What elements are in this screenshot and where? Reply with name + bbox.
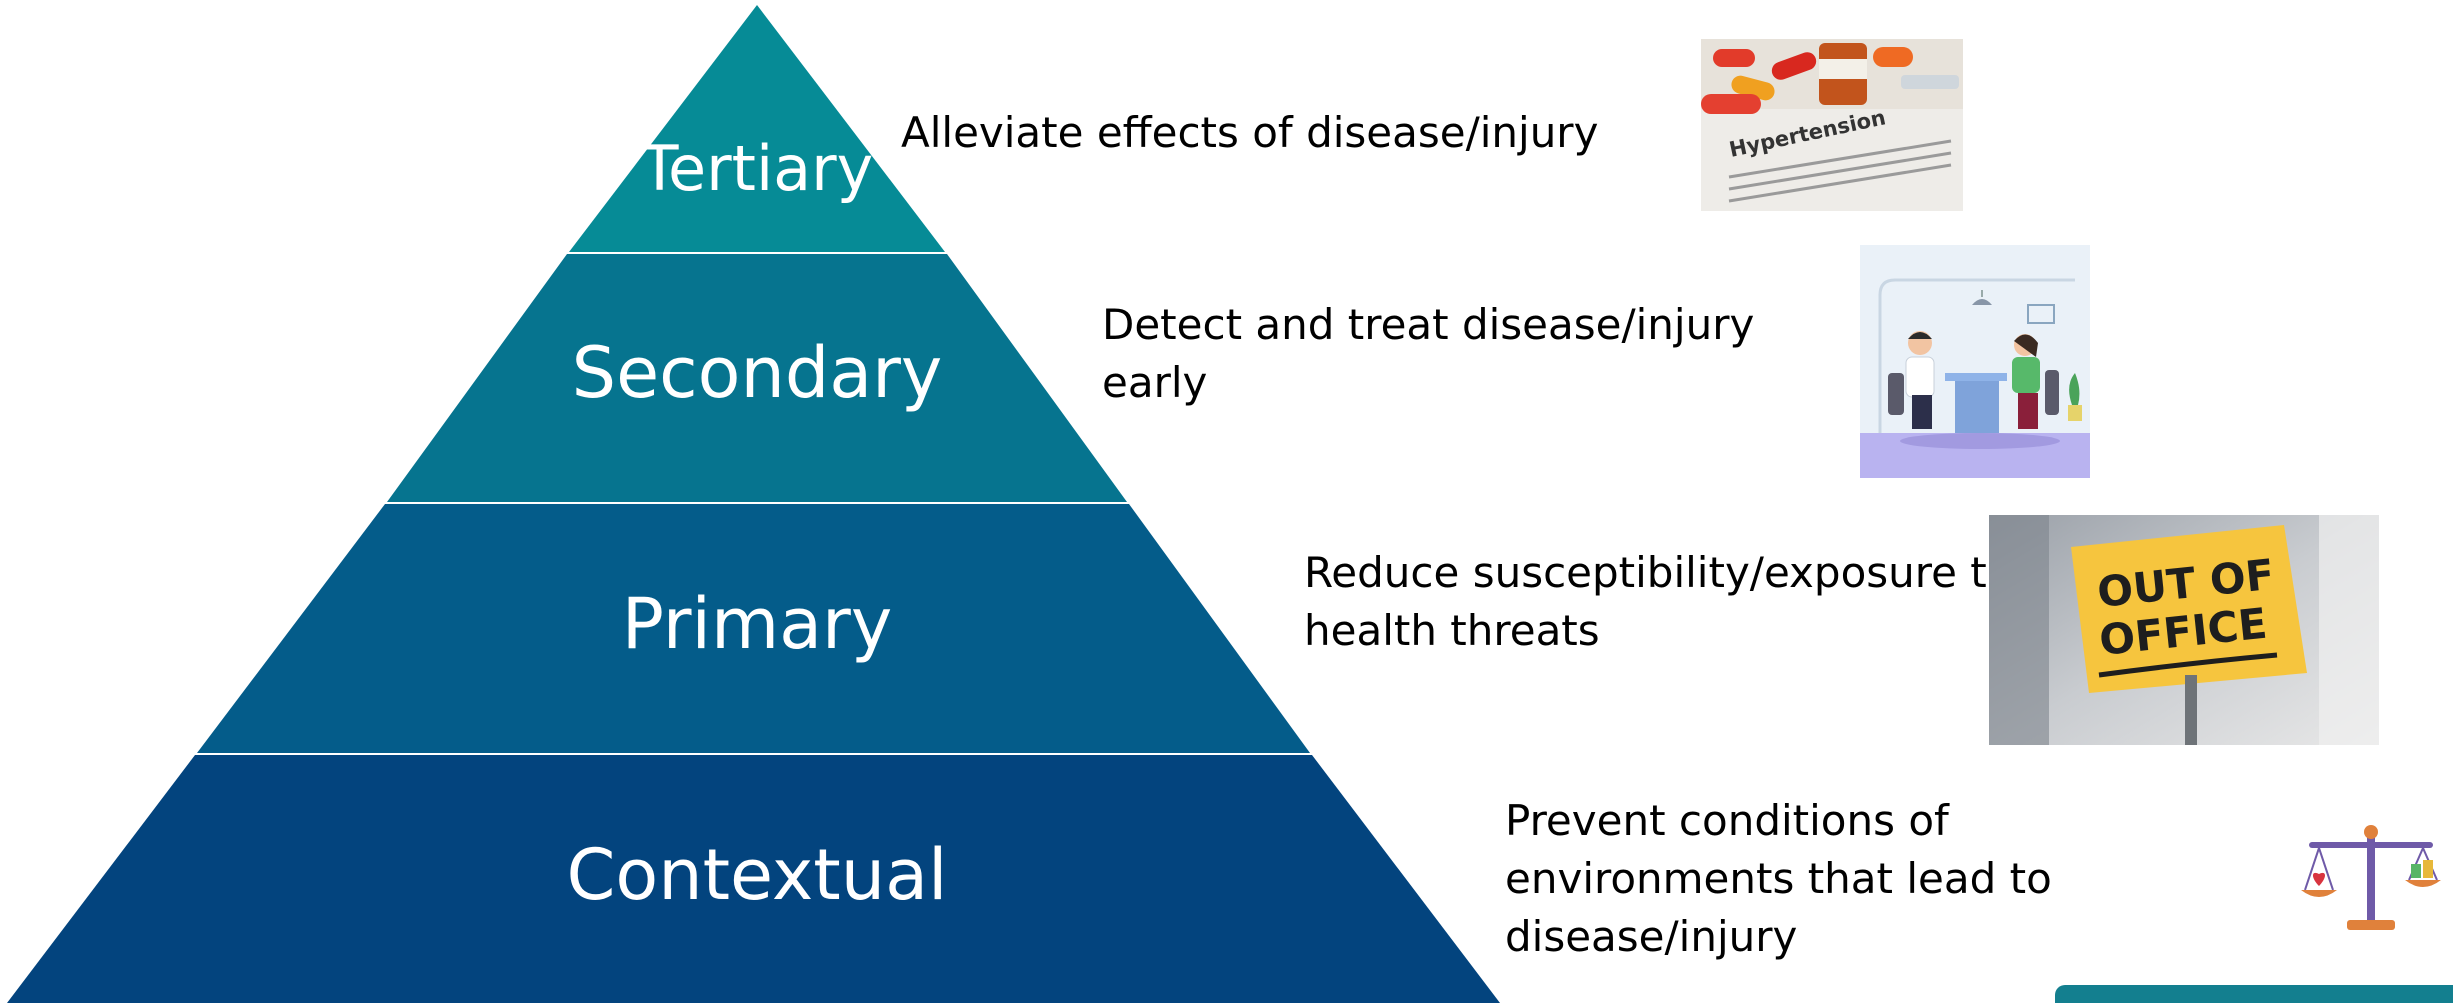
description-line: early [1102,358,1208,407]
balance-scale-icon [2297,820,2445,935]
doctor-consultation-illustration [1860,245,2090,478]
tier-label-secondary: Secondary [572,332,943,414]
tier-label-tertiary: Tertiary [640,132,874,205]
description-line: Alleviate effects of disease/injury [901,108,1599,157]
tier-contextual [7,755,1500,1003]
hypertension-pills-photo: Hypertension [1701,39,1963,211]
tier-tertiary [569,5,945,252]
description-tertiary: Alleviate effects of disease/injury [901,104,1598,162]
description-line: Prevent conditions of [1505,796,1949,845]
tier-label-contextual: Contextual [567,834,948,916]
tier-label-primary: Primary [622,583,893,665]
description-secondary: Detect and treat disease/injury early [1102,296,1754,412]
tier-primary [197,504,1310,753]
description-contextual: Prevent conditions of environments that … [1505,792,2052,966]
description-primary: Reduce susceptibility/exposure to health… [1304,544,2012,660]
brand-logo-partial [2055,985,2453,1003]
description-line: Detect and treat disease/injury [1102,300,1755,349]
description-line: health threats [1304,606,1600,655]
description-line: environments that lead to [1505,854,2052,903]
description-line: Reduce susceptibility/exposure to [1304,548,2013,597]
description-line: disease/injury [1505,912,1798,961]
out-of-office-note-photo: OUT OF OFFICE [1989,515,2379,745]
tier-secondary [387,254,1127,502]
